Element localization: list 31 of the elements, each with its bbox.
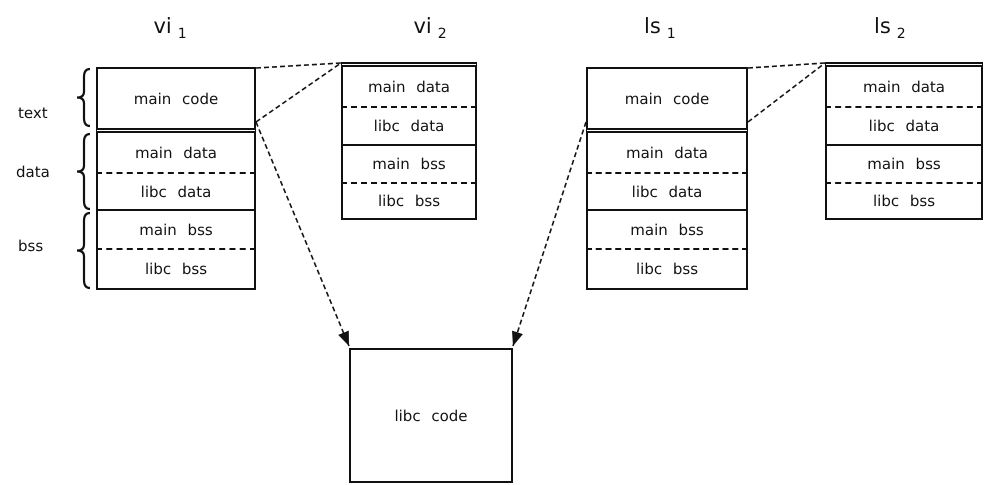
memory-segment: main bss	[96, 209, 256, 248]
memory-segment: main code	[96, 67, 256, 128]
dashed-line	[256, 62, 342, 69]
memory-segment: main data	[341, 62, 477, 106]
memory-segment: main data	[586, 128, 748, 172]
dashed-arrow	[255, 122, 350, 346]
memory-segment: main bss	[341, 144, 477, 182]
process-name: ls$_{1}$	[644, 14, 676, 42]
memory-segment: main data	[96, 128, 256, 172]
dashed-line	[748, 62, 826, 69]
memory-segment: libc data	[341, 106, 477, 144]
memory-segment: libc bss	[96, 248, 256, 290]
memory-segment: libc code	[349, 348, 513, 483]
dashed-line	[256, 62, 342, 123]
memory-segment: main code	[586, 67, 748, 128]
process-name: ls$_{2}$	[874, 14, 906, 42]
memory-segment: libc bss	[586, 248, 748, 290]
memory-segment: libc data	[96, 172, 256, 209]
process-name: vi$_{1}$	[154, 14, 187, 42]
dashed-arrow	[512, 122, 587, 346]
memory-segment: main bss	[586, 209, 748, 248]
memory-segment: main data	[825, 62, 983, 106]
process-name: vi$_{2}$	[414, 14, 447, 42]
memory-segment: libc data	[825, 106, 983, 144]
segment-group-label: data	[16, 163, 50, 181]
segment-group-label: bss	[18, 237, 44, 255]
memory-segment: libc bss	[341, 182, 477, 220]
memory-segment: libc bss	[825, 182, 983, 220]
memory-segment: main bss	[825, 144, 983, 182]
memory-segment: libc data	[586, 172, 748, 209]
segment-group-label: text	[18, 104, 48, 122]
